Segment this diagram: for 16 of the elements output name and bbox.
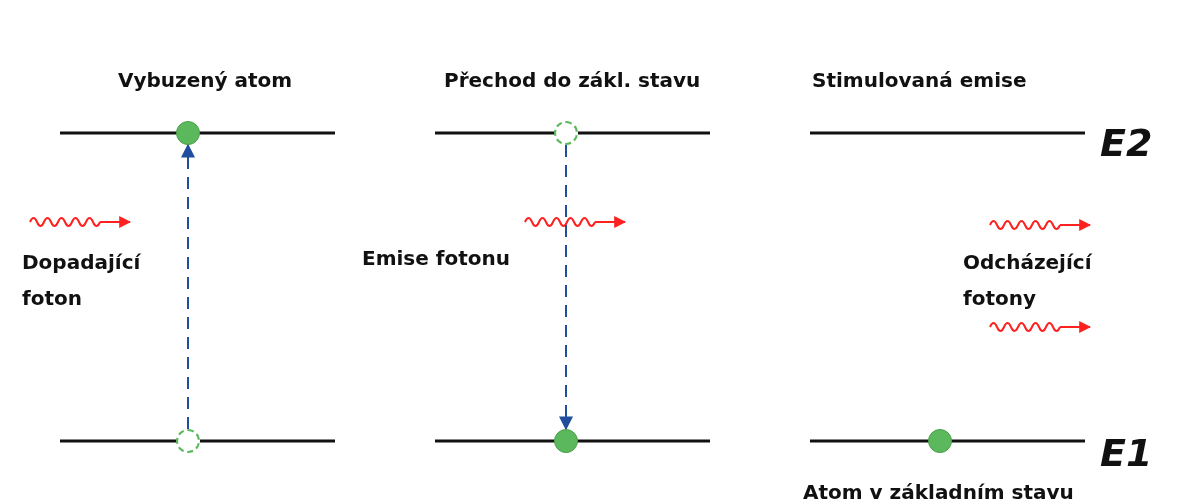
atom-circle: [176, 121, 200, 145]
caption: Emise fotonu: [362, 245, 510, 272]
arrow: [559, 144, 573, 431]
heading: Vybuzený atom: [118, 67, 293, 94]
energy-level-label: E1: [1100, 432, 1153, 474]
empty-atom-circle: [554, 121, 578, 145]
heading: Přechod do zákl. stavu: [444, 67, 701, 94]
energy-level-label: E2: [1100, 122, 1153, 164]
empty-atom-circle: [176, 429, 200, 453]
caption: Dopadající foton: [22, 249, 142, 312]
caption: Odcházející fotony: [963, 249, 1093, 312]
caption: Atom v základním stavu: [803, 479, 1074, 504]
atom-circle: [928, 429, 952, 453]
atom-circle: [554, 429, 578, 453]
heading: Stimulovaná emise: [812, 67, 1027, 94]
arrow: [181, 143, 195, 430]
